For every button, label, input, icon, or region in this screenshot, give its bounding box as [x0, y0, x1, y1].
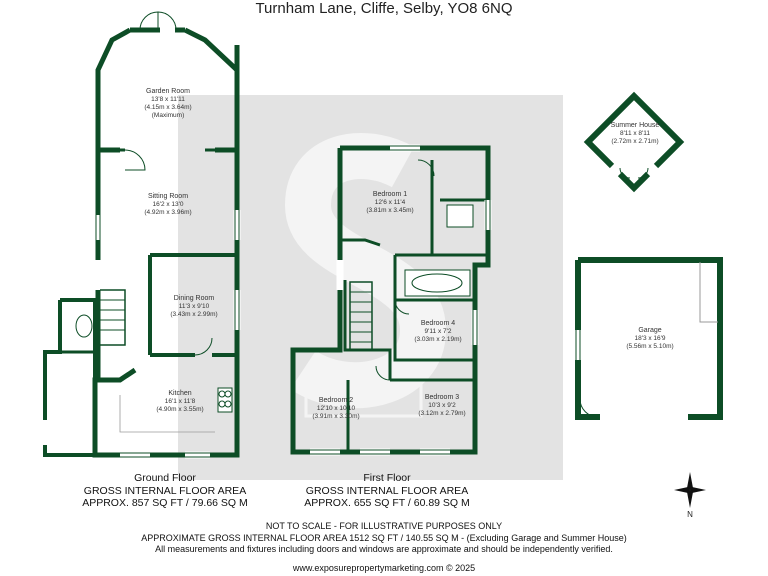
room-metric: (4.90m x 3.55m) — [156, 406, 204, 413]
room-metric: (3.12m x 2.79m) — [418, 410, 466, 417]
room-dimensions: 13'8 x 11'11 — [151, 96, 185, 103]
room-label-kitchen: Kitchen 16'1 x 11'8 (4.90m x 3.55m) — [140, 390, 220, 414]
room-dimensions: 11'3 x 9'10 — [178, 303, 210, 310]
room-name: Garden Room — [146, 88, 190, 95]
room-metric: (4.15m x 3.64m) — [144, 104, 192, 111]
room-metric: (3.81m x 3.45m) — [366, 207, 414, 214]
footer-line-2: APPROXIMATE GROSS INTERNAL FLOOR AREA 15… — [141, 532, 627, 543]
footer-notes: NOT TO SCALE - FOR ILLUSTRATIVE PURPOSES… — [0, 521, 768, 556]
compass-label: N — [687, 510, 693, 519]
room-name: Garage — [638, 327, 662, 334]
room-metric: (3.03m x 2.19m) — [414, 336, 462, 343]
watermark-panel — [178, 95, 563, 480]
room-dimensions: 10'3 x 9'2 — [428, 402, 456, 409]
footer-line-3: All measurements and fixtures including … — [155, 544, 613, 554]
room-dimensions: 16'1 x 11'8 — [164, 398, 196, 405]
room-metric: (4.92m x 3.96m) — [144, 209, 192, 216]
room-label-garden: Garden Room 13'8 x 11'11 (4.15m x 3.64m)… — [128, 88, 208, 120]
toilet-icon — [75, 314, 93, 338]
floor-area-value: APPROX. 655 SQ FT / 60.89 SQ M — [304, 497, 470, 509]
room-metric: (5.56m x 5.10m) — [626, 343, 674, 350]
floor-name: First Floor — [363, 472, 411, 484]
first-floor-caption: First Floor GROSS INTERNAL FLOOR AREA AP… — [292, 472, 482, 510]
room-name: Bedroom 2 — [318, 397, 354, 404]
room-name: Bedroom 3 — [424, 394, 460, 401]
room-label-bedroom-1: Bedroom 1 12'6 x 11'4 (3.81m x 3.45m) — [350, 191, 430, 215]
shower-tray-icon — [446, 204, 474, 228]
room-metric: (3.91m x 3.30m) — [312, 413, 360, 420]
room-metric: (2.72m x 2.71m) — [611, 138, 659, 145]
website-credit[interactable]: www.exposurepropertymarketing.com © 2025 — [292, 563, 476, 573]
room-label-summer-house: Summer House 8'11 x 8'11 (2.72m x 2.71m) — [598, 122, 672, 146]
garage-walls — [575, 257, 723, 420]
room-dimensions: 8'11 x 8'11 — [619, 130, 651, 137]
floor-area-label: GROSS INTERNAL FLOOR AREA — [83, 484, 247, 497]
room-dimensions: 12'6 x 11'4 — [374, 199, 406, 206]
north-arrow-icon: N — [672, 470, 708, 520]
s-logo-icon — [284, 133, 447, 418]
room-name: Bedroom 4 — [420, 320, 456, 327]
floor-area-label: GROSS INTERNAL FLOOR AREA — [305, 484, 469, 497]
floor-area-value: APPROX. 857 SQ FT / 79.66 SQ M — [82, 497, 248, 509]
room-label-garage: Garage 18'3 x 16'9 (5.56m x 5.10m) — [610, 327, 690, 351]
room-label-sitting: Sitting Room 16'2 x 13'0 (4.92m x 3.96m) — [128, 193, 208, 217]
room-name: Summer House — [610, 122, 660, 129]
room-dimensions: 16'2 x 13'0 — [152, 201, 184, 208]
footer-line-1: NOT TO SCALE - FOR ILLUSTRATIVE PURPOSES… — [265, 521, 503, 531]
room-dimensions: 9'11 x 7'2 — [424, 328, 452, 335]
room-metric: (3.43m x 2.99m) — [170, 311, 218, 318]
room-label-bedroom-4: Bedroom 4 9'11 x 7'2 (3.03m x 2.19m) — [402, 320, 474, 344]
room-label-bedroom-3: Bedroom 3 10'3 x 9'2 (3.12m x 2.79m) — [402, 394, 482, 418]
page-title: Turnham Lane, Cliffe, Selby, YO8 6NQ — [255, 0, 513, 17]
room-dimensions: 18'3 x 16'9 — [634, 335, 666, 342]
ground-floor-caption: Ground Floor GROSS INTERNAL FLOOR AREA A… — [70, 472, 260, 510]
floor-name: Ground Floor — [134, 472, 196, 484]
room-name: Kitchen — [168, 390, 192, 397]
room-dimensions: 12'10 x 10'10 — [316, 405, 356, 412]
room-name: Dining Room — [173, 295, 215, 302]
room-name: Sitting Room — [147, 193, 189, 200]
room-note: (Maximum) — [151, 112, 185, 119]
room-name: Bedroom 1 — [372, 191, 408, 198]
room-label-dining: Dining Room 11'3 x 9'10 (3.43m x 2.99m) — [154, 295, 234, 319]
summer-house-walls — [583, 91, 685, 193]
room-label-bedroom-2: Bedroom 2 12'10 x 10'10 (3.91m x 3.30m) — [296, 397, 376, 421]
